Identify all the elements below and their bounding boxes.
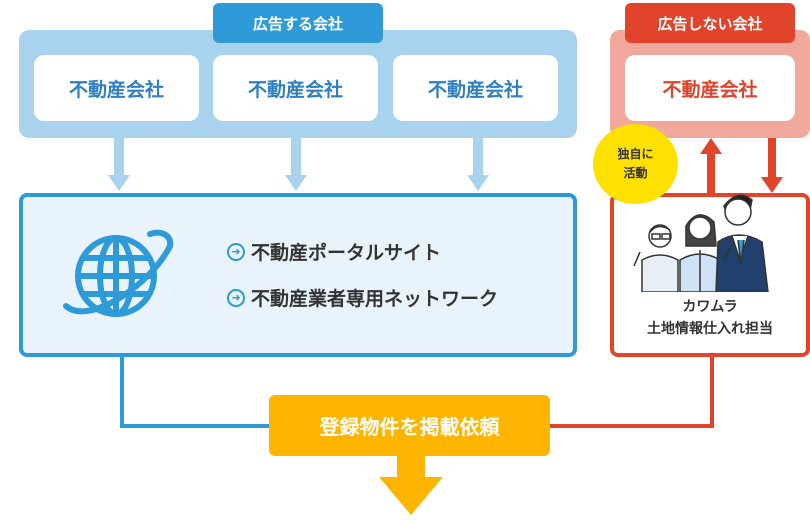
badge-line-2: 活動 bbox=[623, 166, 648, 180]
arrow-circle-icon: ➜ bbox=[227, 242, 245, 261]
advertising-label: 広告する会社 bbox=[213, 3, 383, 43]
person-middle bbox=[679, 214, 721, 292]
independent-activity-badge: 独自に 活動 bbox=[593, 124, 678, 204]
non-advertising-company: 不動産会社 bbox=[625, 55, 795, 121]
non-advertising-label: 広告しない会社 bbox=[625, 3, 795, 43]
advertising-company-1: 不動産会社 bbox=[34, 55, 199, 121]
advertising-company-2: 不動産会社 bbox=[213, 55, 378, 121]
person-left bbox=[633, 224, 679, 292]
down-arrow-red bbox=[761, 138, 783, 193]
network-item-label: 不動産業者専用ネットワーク bbox=[251, 288, 499, 310]
network-item-label: 不動産ポータルサイト bbox=[251, 242, 442, 264]
advertising-company-3: 不動産会社 bbox=[393, 55, 558, 121]
big-down-arrow bbox=[379, 455, 443, 515]
person-right bbox=[715, 194, 769, 292]
down-arrow-2 bbox=[285, 138, 307, 191]
staff-role: 土地情報仕入れ担当 bbox=[647, 321, 773, 337]
up-arrow-red bbox=[700, 138, 722, 193]
blue-connector bbox=[120, 357, 269, 428]
listing-request-box: 登録物件を掲載依頼 bbox=[269, 395, 550, 456]
staff-people-illustration bbox=[633, 194, 769, 292]
staff-name: カワムラ bbox=[682, 299, 738, 315]
globe-icon bbox=[63, 229, 174, 317]
network-item-agent-network: ➜ 不動産業者専用ネットワーク bbox=[227, 284, 498, 311]
staff-caption: カワムラ 土地情報仕入れ担当 bbox=[610, 296, 810, 340]
badge-line-1: 独自に bbox=[617, 147, 654, 161]
down-arrow-1 bbox=[108, 138, 130, 191]
down-arrow-3 bbox=[467, 138, 489, 191]
red-connector bbox=[550, 357, 714, 428]
network-item-portal: ➜ 不動産ポータルサイト bbox=[227, 238, 441, 265]
arrow-circle-icon: ➜ bbox=[227, 288, 245, 307]
